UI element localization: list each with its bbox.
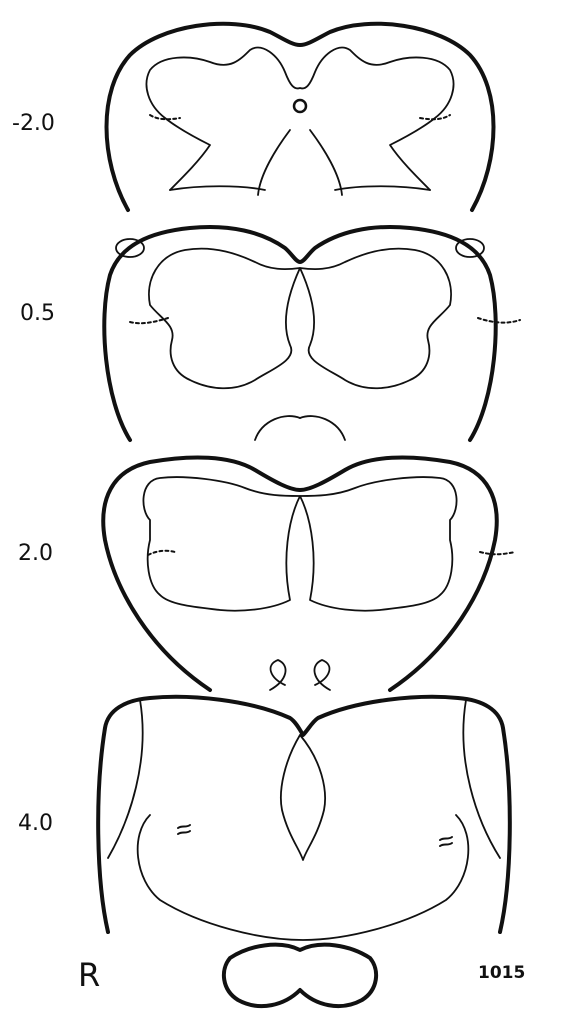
figure-number: 1015 (478, 963, 525, 983)
section-3-hook-left (270, 660, 286, 690)
section-2-inner-left (149, 249, 300, 389)
section-2-outline (104, 227, 495, 440)
level-label-2: 0.5 (20, 301, 55, 326)
section-4-mark-left (178, 825, 190, 834)
level-label-1: -2.0 (12, 111, 55, 136)
section-1-inner (146, 48, 453, 190)
section-2-mark-left (130, 318, 168, 323)
section-4-lateral-right (463, 700, 500, 858)
section-1-central-canal (294, 100, 306, 112)
section-4-inner-arc (138, 815, 469, 940)
level-label-4: 4.0 (18, 811, 53, 836)
section-3-inner-left (143, 477, 300, 611)
section-1-ventral-right (335, 186, 430, 190)
section-3-outline (103, 457, 496, 690)
section-4-outline (98, 697, 510, 932)
section-3-inner-right (300, 477, 457, 611)
section-3-mark-left (148, 551, 175, 555)
section-4-diamond (281, 735, 325, 860)
side-label: R (78, 956, 100, 994)
section-3-hook-right (314, 660, 330, 690)
section-4-mark-right (440, 837, 452, 846)
section-2-0 (103, 457, 515, 690)
section-2-arc-right (300, 416, 345, 440)
section-3-mark-right (480, 552, 515, 554)
section-4-lateral-left (108, 700, 143, 858)
section-minus-2 (107, 24, 494, 210)
section-2-mark-right (478, 318, 520, 323)
section-1-ventral-left (170, 186, 265, 190)
section-2-inner-right (300, 249, 451, 389)
section-1-tract-right (310, 130, 342, 195)
section-4-0 (98, 697, 510, 1006)
level-label-3: 2.0 (18, 541, 53, 566)
section-0-5 (104, 227, 520, 440)
section-4-pons-base (224, 945, 376, 1006)
section-2-arc-left (255, 416, 300, 440)
section-1-tract-left (258, 130, 290, 195)
